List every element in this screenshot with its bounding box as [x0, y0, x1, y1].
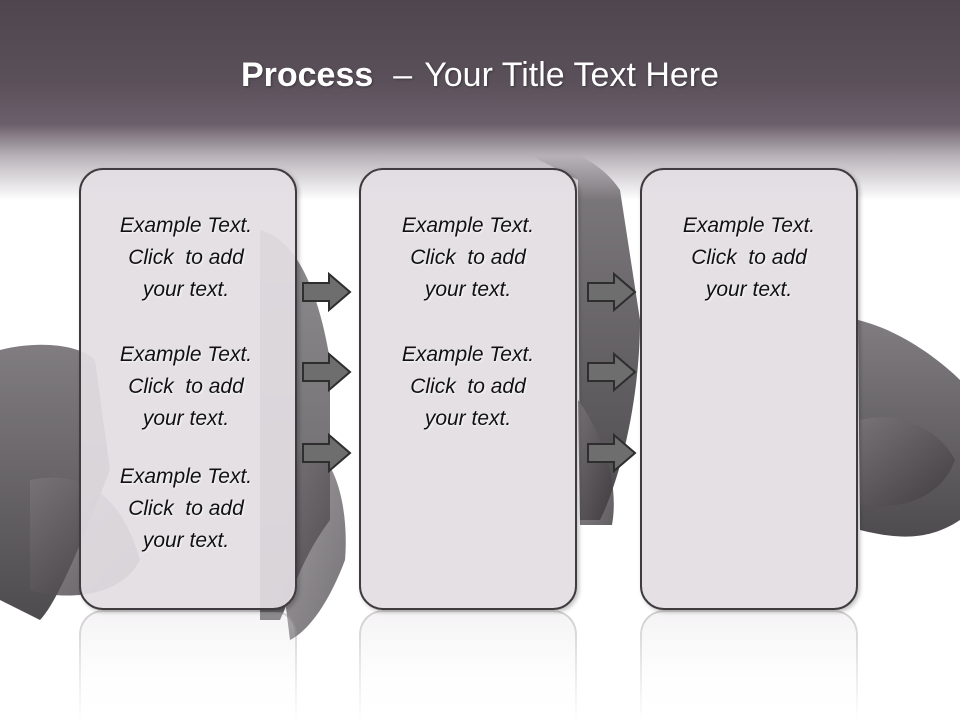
box-reflection: [79, 610, 297, 720]
process-box-1[interactable]: [79, 168, 297, 610]
text-line: Example Text.: [119, 343, 253, 366]
text-line: Example Text.: [119, 214, 253, 237]
text-line: Example Text.: [682, 214, 816, 237]
text-line: your text.: [424, 278, 512, 301]
arrow-right-icon: [302, 433, 352, 473]
arrow-right-icon: [587, 433, 637, 473]
title-bold: Process: [240, 56, 374, 94]
box-text[interactable]: Example Text. Click to add your text.: [79, 210, 293, 306]
text-line: Click to add: [128, 497, 244, 520]
title-rest: Your Title Text Here: [424, 56, 720, 94]
box-text[interactable]: Example Text. Click to add your text.: [79, 339, 293, 435]
box-text[interactable]: Example Text. Click to add your text.: [361, 210, 575, 306]
text-line: Click to add: [410, 375, 526, 398]
arrow-right-icon: [587, 272, 637, 312]
text-line: your text.: [142, 407, 230, 430]
box-text[interactable]: Example Text. Click to add your text.: [642, 210, 856, 306]
arrow-right-icon: [587, 352, 637, 392]
box-text[interactable]: Example Text. Click to add your text.: [361, 339, 575, 435]
box-reflection: [359, 610, 577, 720]
text-line: Example Text.: [119, 465, 253, 488]
text-line: Example Text.: [401, 343, 535, 366]
arrow-right-icon: [302, 272, 352, 312]
text-line: your text.: [705, 278, 793, 301]
text-line: Click to add: [128, 375, 244, 398]
text-line: Example Text.: [401, 214, 535, 237]
text-line: Click to add: [128, 246, 244, 269]
box-reflection: [640, 610, 858, 720]
text-line: Click to add: [410, 246, 526, 269]
process-box-2[interactable]: [359, 168, 577, 610]
slide-title[interactable]: Process–Your Title Text Here: [0, 52, 960, 98]
box-text[interactable]: Example Text. Click to add your text.: [79, 461, 293, 557]
title-separator: –: [393, 56, 413, 94]
process-box-3[interactable]: [640, 168, 858, 610]
text-line: your text.: [142, 278, 230, 301]
text-line: your text.: [142, 529, 230, 552]
text-line: your text.: [424, 407, 512, 430]
text-line: Click to add: [691, 246, 807, 269]
arrow-right-icon: [302, 352, 352, 392]
title-band: [0, 0, 960, 200]
